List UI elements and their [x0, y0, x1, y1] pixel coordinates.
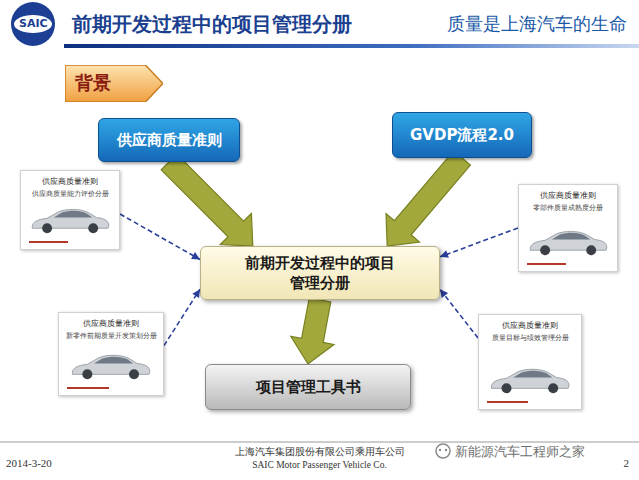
tab-outline	[65, 65, 163, 102]
document-footer-line	[29, 241, 68, 243]
document-footer-line	[67, 387, 109, 389]
node-text: 供应商质量准则	[502, 320, 558, 331]
node-subtext: 新零件前期质量开发策划分册	[66, 332, 157, 341]
dashed-line	[440, 289, 478, 338]
car-illustration	[29, 205, 111, 235]
car-wheel	[129, 369, 139, 379]
node-text: 背景	[75, 71, 111, 95]
car-illustration	[67, 351, 154, 381]
node-text: 供应商质量准则	[540, 190, 596, 201]
document-thumbnail: 供应商质量准则质量目标与绩效管理分册	[478, 314, 582, 410]
section-tab: 背景	[65, 65, 163, 102]
date: 2014-3-20	[6, 457, 52, 469]
logo-band	[14, 15, 52, 33]
dashed-arrow	[440, 289, 478, 338]
logo-text: SAIC	[19, 17, 48, 30]
node-text: 前期开发过程中的项目 管理分册	[244, 253, 396, 294]
dashed-arrow	[164, 289, 200, 345]
document-thumbnail: 供应商质量准则零部件质量成熟度分册	[518, 184, 618, 272]
arrow-head	[192, 289, 200, 298]
page-number: 2	[624, 457, 630, 469]
arrow-head	[440, 289, 448, 298]
node-subtext: 供应商质量能力评价分册	[32, 190, 109, 199]
car-illustration	[527, 227, 609, 257]
watermark-icon	[439, 449, 441, 451]
block-arrow	[386, 151, 470, 246]
dashed-arrow	[120, 214, 200, 260]
car-wheel	[540, 245, 550, 255]
node-text: 供应商质量准则	[117, 131, 222, 150]
car-window	[94, 357, 133, 364]
car-illustration	[487, 365, 573, 395]
car-window	[513, 371, 552, 378]
car-window	[552, 233, 591, 240]
dashed-arrow	[440, 228, 518, 258]
node-text: GVDP流程2.0	[410, 126, 514, 145]
node-subtext: 质量目标与绩效管理分册	[492, 334, 569, 343]
output-box: 项目管理工具书	[205, 364, 411, 410]
dashed-line	[164, 289, 200, 345]
node-text: 供应商质量准则	[83, 318, 139, 329]
watermark-icon	[445, 449, 447, 451]
node-text: 项目管理工具书	[256, 378, 361, 397]
block-arrow	[161, 154, 253, 246]
block-arrow-shape	[161, 154, 253, 246]
logo-ring	[11, 2, 55, 46]
block-arrow	[291, 298, 334, 364]
block-arrow-shape	[386, 151, 470, 246]
header-bar	[64, 44, 639, 48]
watermark: 新能源汽车工程师之家	[455, 443, 585, 461]
block-arrow-shape	[291, 298, 334, 364]
node-text: 供应商质量准则	[42, 176, 98, 187]
dashed-line	[120, 214, 200, 260]
input-box: GVDP流程2.0	[392, 112, 532, 158]
car-wheel	[88, 223, 98, 233]
watermark-icon	[436, 444, 450, 458]
document-thumbnail: 供应商质量准则供应商质量能力评价分册	[20, 170, 120, 250]
car-wheel	[586, 245, 596, 255]
car-wheel	[42, 223, 52, 233]
input-box: 供应商质量准则	[98, 118, 240, 162]
node-subtext: 零部件质量成熟度分册	[533, 204, 603, 213]
dashed-line	[440, 228, 518, 257]
arrow-head	[191, 252, 200, 259]
slogan: 质量是上海汽车的生命	[447, 12, 627, 36]
footer-rule	[0, 442, 639, 443]
main-box: 前期开发过程中的项目 管理分册	[200, 246, 440, 300]
company-name-en: SAIC Motor Passenger Vehicle Co.	[0, 460, 639, 470]
slide-title: 前期开发过程中的项目管理分册	[72, 11, 352, 38]
car-window	[54, 211, 93, 218]
arrow-head	[440, 250, 449, 258]
car-wheel	[83, 369, 93, 379]
car-wheel	[502, 383, 512, 393]
car-wheel	[548, 383, 558, 393]
document-footer-line	[527, 263, 566, 265]
document-thumbnail: 供应商质量准则新零件前期质量开发策划分册	[58, 312, 164, 396]
document-footer-line	[487, 401, 528, 403]
